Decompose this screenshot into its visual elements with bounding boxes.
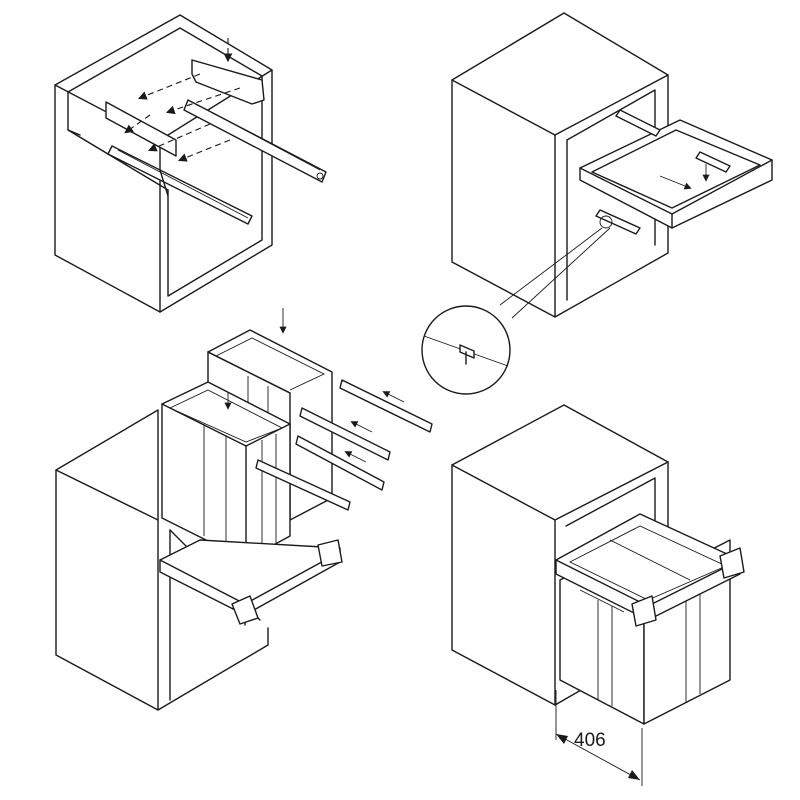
cabinet-3 <box>55 409 269 711</box>
frame-4 <box>555 513 745 627</box>
step-1-rail-mounting <box>54 14 327 313</box>
dimension-line <box>555 690 643 786</box>
rail-2 <box>107 145 253 225</box>
support-bars <box>255 379 433 511</box>
bin-front <box>161 381 291 561</box>
arrows-2 <box>659 164 710 190</box>
rail-1 <box>183 99 327 183</box>
step-4-finished-assembly <box>451 404 745 786</box>
pull-out-frame <box>579 119 773 229</box>
step-3-bin-insertion <box>55 308 433 711</box>
detail-callout <box>421 215 613 395</box>
mounting-bracket-left <box>105 101 177 157</box>
assembly-arrows-1 <box>124 38 241 162</box>
dimension-label: 406 <box>574 730 606 751</box>
arrows-3 <box>224 308 405 463</box>
step-2-frame-mounting <box>421 12 773 395</box>
frame-3 <box>159 539 343 626</box>
cabinet-1 <box>54 14 273 313</box>
mounting-bracket-top <box>191 59 265 105</box>
